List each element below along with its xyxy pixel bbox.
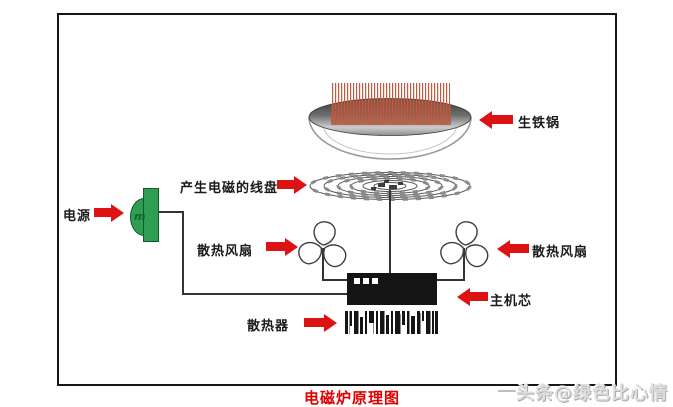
wire: [159, 211, 184, 213]
wire: [463, 248, 465, 281]
fan-icon: [298, 221, 347, 268]
mainboard-box: [347, 273, 437, 305]
heatsink-icon: [345, 311, 438, 334]
power-plug-body: [143, 188, 159, 242]
chip-led: [354, 278, 360, 284]
plug-mark: m: [134, 210, 146, 223]
arrow-icon-heatsink: [304, 313, 337, 332]
arrow-icon-pot: [479, 110, 513, 129]
diagram-title: 电磁炉原理图: [304, 389, 401, 407]
arrow-icon-fan-left: [266, 237, 298, 256]
arrow-icon-mainboard: [457, 287, 488, 306]
watermark-dash: [498, 390, 516, 392]
chip-led: [372, 278, 378, 284]
label-mainboard: 主机芯: [490, 294, 533, 309]
label-power: 电源: [63, 209, 92, 224]
wire: [182, 293, 348, 295]
label-pot: 生铁锅: [518, 116, 561, 131]
arrow-icon-power: [94, 203, 124, 222]
wire: [322, 279, 348, 281]
arrow-icon-coil: [277, 175, 307, 194]
wok-icon: [308, 83, 472, 160]
chip-led: [363, 278, 369, 284]
fan-icon: [440, 221, 489, 268]
watermark: 头条@绿色比心情: [516, 383, 668, 404]
wire: [322, 248, 324, 281]
wire-coil-drop: [389, 190, 391, 274]
wire: [182, 211, 184, 295]
label-heatsink: 散热器: [247, 319, 290, 334]
label-fan-right: 散热风扇: [532, 245, 589, 260]
label-fan-left: 散热风扇: [197, 244, 254, 259]
arrow-icon-fan-right: [497, 239, 529, 258]
label-coil: 产生电磁的线盘: [180, 181, 279, 196]
wire: [437, 279, 465, 281]
